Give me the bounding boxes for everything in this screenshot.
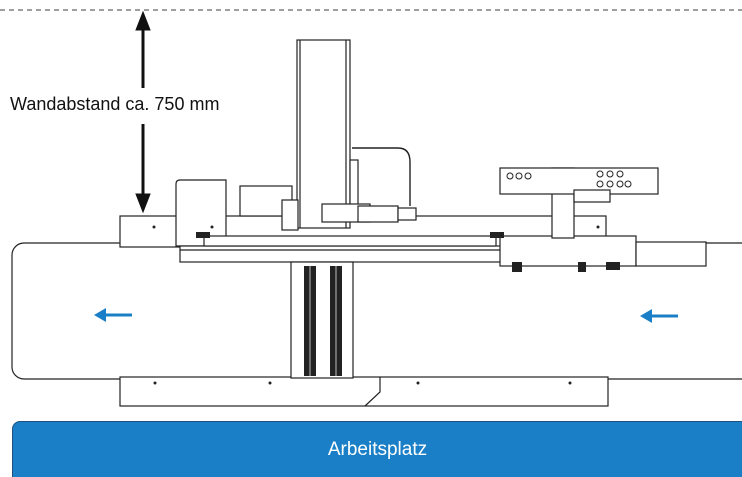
right-unit <box>499 235 637 267</box>
work-table <box>179 245 509 263</box>
machine-drawing <box>0 9 742 407</box>
workplace-label: Arbeitsplatz <box>327 438 428 460</box>
left-cover <box>175 179 227 247</box>
arrow-left-icon <box>94 308 132 322</box>
double-arrow-icon <box>135 10 151 214</box>
lifter <box>290 261 354 379</box>
workplace-bar: Arbeitsplatz <box>12 421 742 477</box>
vertical-column <box>296 39 351 229</box>
arrow-left-icon <box>640 309 678 323</box>
distance-label: Wandabstand ca. 750 mm <box>8 92 222 116</box>
machine-base <box>119 376 609 407</box>
